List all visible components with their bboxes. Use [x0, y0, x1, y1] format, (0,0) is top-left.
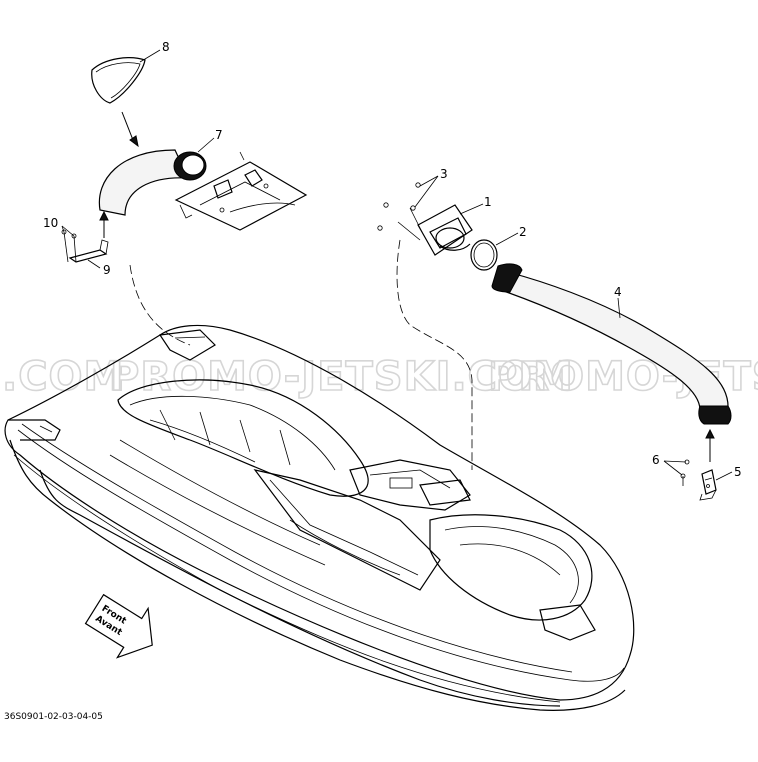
leader-lines — [61, 49, 733, 481]
callout-10: 10 — [43, 216, 58, 230]
part-9-bracket — [61, 229, 109, 263]
callout-4: 4 — [614, 285, 622, 299]
watermark: .COM PROMO-JETSKI.COM PROMO-JETSKI — [1, 353, 758, 401]
front-direction-sign: Front Avant — [84, 593, 153, 659]
part-5-clip — [699, 469, 717, 501]
part-8-cover — [91, 57, 146, 148]
callout-numbers: 1 2 3 4 5 6 7 8 9 10 — [43, 40, 742, 479]
document-code: 36S0901-02-03-04-05 — [4, 712, 103, 722]
callout-1: 1 — [484, 195, 492, 209]
callout-9: 9 — [103, 263, 111, 277]
installation-guides — [129, 239, 473, 470]
watermark-left: .COM — [2, 354, 124, 400]
callout-6: 6 — [652, 453, 660, 467]
watermark-center: PROMO-JETSKI.COM — [110, 354, 574, 400]
watercraft-hull — [4, 324, 635, 711]
callout-3: 3 — [440, 167, 448, 181]
bracket-plate — [174, 151, 308, 231]
callout-2: 2 — [519, 225, 527, 239]
part-1-flange — [397, 204, 473, 256]
callout-8: 8 — [162, 40, 170, 54]
callout-5: 5 — [734, 465, 742, 479]
part-7-duct — [98, 149, 207, 238]
part-2-clamp — [470, 239, 498, 271]
part-4-hose — [491, 263, 732, 462]
part-3-screws — [377, 182, 421, 231]
part-6-screws — [680, 459, 690, 486]
callout-7: 7 — [215, 128, 223, 142]
